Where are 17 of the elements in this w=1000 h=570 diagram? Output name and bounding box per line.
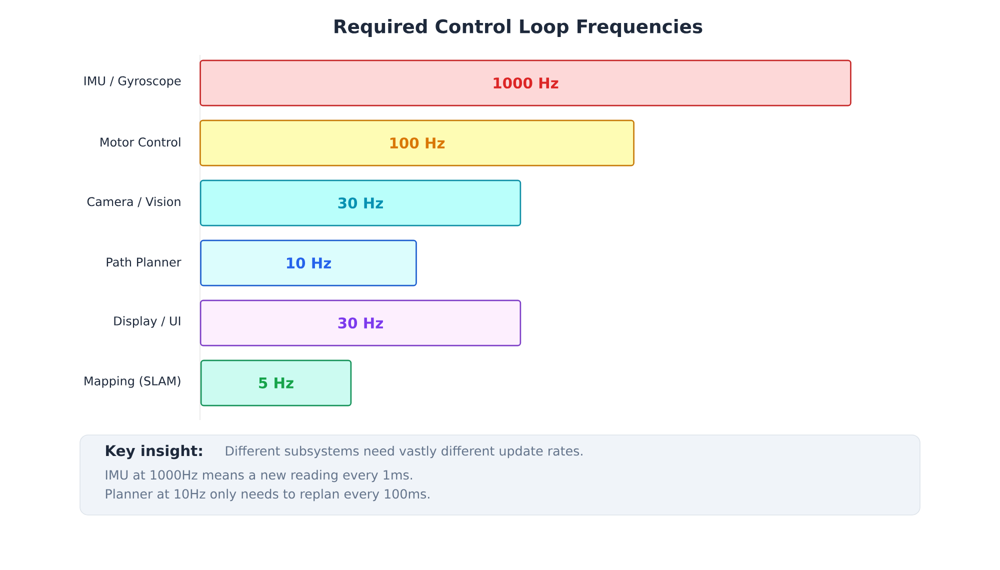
bar: 5 Hz: [200, 360, 352, 406]
row-label: Path Planner: [106, 257, 182, 267]
row-label: Mapping (SLAM): [84, 376, 180, 388]
chart-title: Required Control Loop Frequencies: [334, 18, 702, 38]
heading: Key insight:: [106, 444, 202, 460]
row-label: IMU / Gyroscope: [84, 76, 181, 88]
bar: 10 Hz: [200, 240, 417, 286]
bar: 1000 Hz: [200, 60, 852, 106]
note-text: IMU at 1000Hz means a new reading every 1ms.: [106, 470, 412, 482]
row-label: Motor Control: [100, 137, 180, 147]
bar: 100 Hz: [200, 120, 634, 166]
note-text: Planner at 10Hz only needs to replan every 100ms.: [106, 488, 430, 502]
note-text: Different subsystems need vastly different update rates.: [226, 446, 582, 458]
row-label: Display / UI: [114, 316, 180, 328]
row-label: Camera / Vision: [87, 196, 180, 208]
bar: 30 Hz: [200, 180, 522, 226]
bar: 30 Hz: [200, 300, 522, 346]
